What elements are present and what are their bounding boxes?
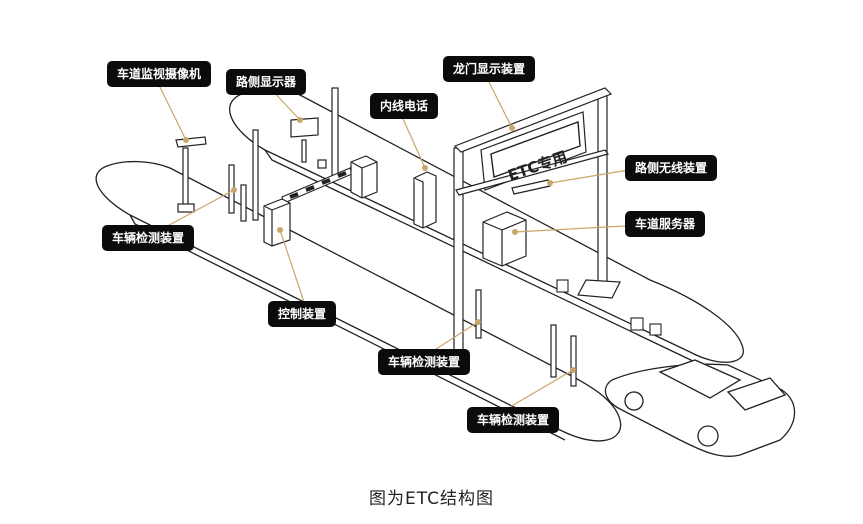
label-gantry-display: 龙门显示装置 — [443, 56, 536, 82]
lane-camera — [175, 136, 207, 213]
rear-cabinet — [350, 155, 378, 199]
lane-server — [482, 211, 527, 267]
label-vehicle-detector-1: 车辆检测装置 — [102, 225, 195, 251]
label-lane-camera: 车道监视摄像机 — [107, 61, 212, 87]
front-island — [95, 160, 622, 442]
label-roadside-display: 路侧显示器 — [226, 69, 307, 95]
label-control-unit: 控制装置 — [268, 301, 337, 327]
label-vehicle-detector-3: 车辆检测装置 — [467, 407, 560, 433]
control-unit — [263, 198, 291, 247]
leader-lines — [155, 77, 630, 408]
label-vehicle-detector-2: 车辆检测装置 — [378, 349, 471, 375]
label-lane-server: 车道服务器 — [625, 211, 706, 237]
label-intercom: 内线电话 — [370, 93, 439, 119]
figure-caption: 图为ETC结构图 — [369, 489, 494, 509]
intercom — [413, 171, 437, 229]
vehicle-detector-posts — [475, 289, 577, 387]
vehicle-detector-1-posts — [228, 129, 259, 222]
gantry — [453, 87, 621, 354]
car — [604, 359, 796, 457]
roadside-display — [290, 117, 327, 169]
label-roadside-wireless: 路侧无线装置 — [625, 155, 718, 181]
barrier-arm — [281, 167, 353, 204]
